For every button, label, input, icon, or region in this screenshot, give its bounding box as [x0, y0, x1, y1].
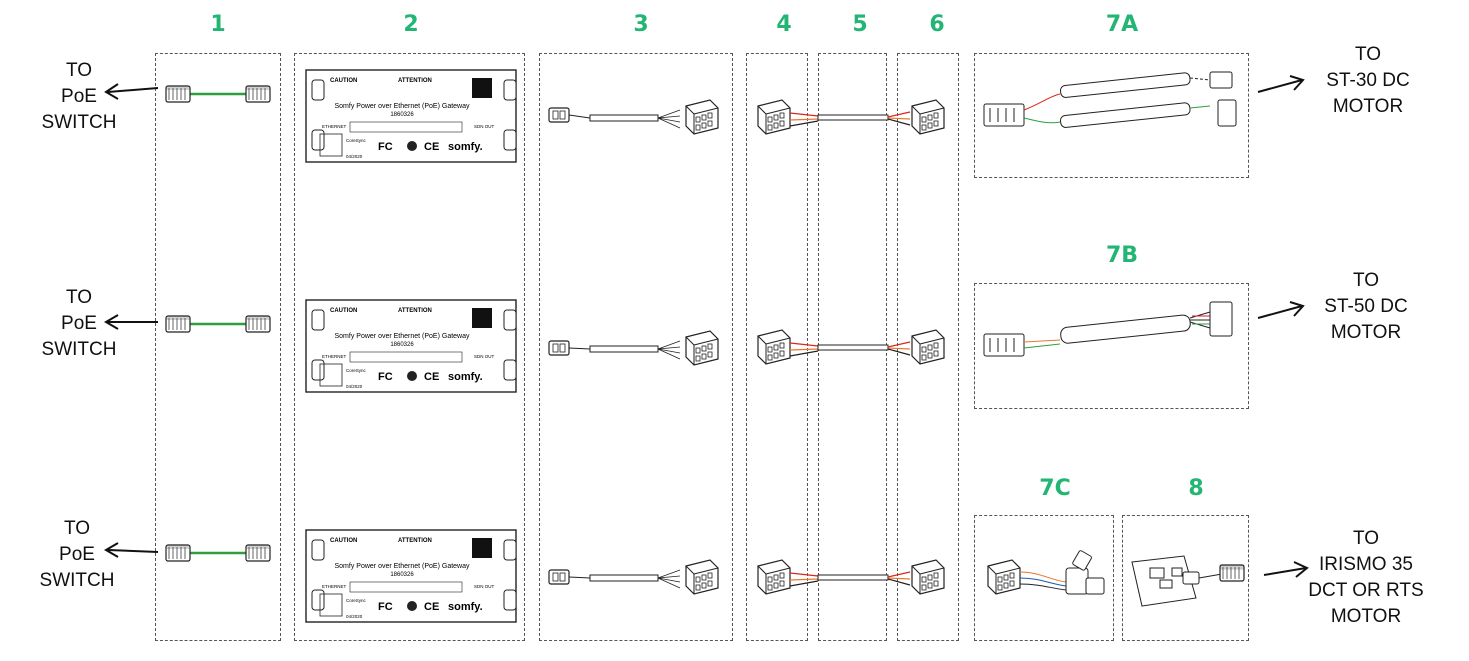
ethernet-cable-1	[165, 85, 271, 103]
gateway-title: Somfy Power over Ethernet (PoE) Gateway	[335, 333, 470, 340]
poe-gateway-2: CAUTION ATTENTION Somfy Power over Ether…	[305, 299, 517, 393]
gateway-ethernet-label: ETHERNET	[322, 354, 347, 359]
section-box-2	[294, 53, 525, 641]
gateway-title: Somfy Power over Ethernet (PoE) Gateway	[335, 103, 470, 110]
motor-connector-icon	[983, 301, 1233, 357]
section-box-3	[539, 53, 733, 641]
section-box-8	[1122, 515, 1249, 641]
gateway-output-label: SDN OUT	[474, 354, 495, 359]
gateway-output-label: SDN OUT	[474, 124, 495, 129]
gateway-coresync-label: CoreSync	[346, 138, 367, 143]
section-number-1: 1	[210, 12, 226, 37]
somfy-logo: somfy.	[448, 371, 483, 383]
gateway-attention-text: ATTENTION	[398, 78, 432, 84]
gateway-ethernet-label: ETHERNET	[322, 124, 347, 129]
gateway-date: 04/2020	[346, 384, 363, 389]
arrow-icon	[1257, 75, 1309, 578]
ce-logo: CE	[424, 601, 439, 613]
section-number-7a: 7A	[1105, 12, 1139, 37]
section-box-4	[746, 53, 808, 641]
section-box-7b	[974, 283, 1249, 409]
somfy-logo: somfy.	[448, 601, 483, 613]
gateway-part-number: 1860326	[390, 342, 414, 348]
adapter-cable-1	[548, 99, 719, 135]
section-number-8: 8	[1188, 476, 1204, 501]
section-number-7c: 7C	[1039, 476, 1071, 501]
somfy-logo: somfy.	[448, 141, 483, 153]
motor-connector-icon	[987, 550, 1105, 595]
section-number-4: 4	[776, 12, 792, 37]
poe-gateway-1: CAUTION ATTENTION Somfy Power over Ether…	[305, 69, 517, 163]
section-box-7a	[974, 53, 1249, 178]
gateway-attention-text: ATTENTION	[398, 538, 432, 544]
ce-logo: CE	[424, 371, 439, 383]
gateway-coresync-label: CoreSync	[346, 598, 367, 603]
arrow-icon	[104, 83, 159, 558]
section-number-5: 5	[852, 12, 868, 37]
section-box-6	[897, 53, 959, 641]
rts-board-icon	[1131, 555, 1245, 607]
gateway-caution-text: CAUTION	[330, 538, 357, 544]
gateway-coresync-label: CoreSync	[346, 368, 367, 373]
ethernet-cable-2	[165, 315, 271, 333]
gateway-ethernet-label: ETHERNET	[322, 584, 347, 589]
section-number-2: 2	[403, 12, 419, 37]
adapter-cable-2	[548, 330, 719, 366]
gateway-attention-text: ATTENTION	[398, 308, 432, 314]
motor-connector-icon	[983, 71, 1237, 128]
section-box-7c	[974, 515, 1114, 641]
extension-wires	[789, 111, 911, 587]
gateway-part-number: 1860326	[390, 112, 414, 118]
ce-logo: CE	[424, 141, 439, 153]
gateway-date: 04/2020	[346, 154, 363, 159]
adapter-cable-3	[548, 559, 719, 595]
gateway-caution-text: CAUTION	[330, 308, 357, 314]
section-number-3: 3	[633, 12, 649, 37]
section-box-1	[155, 53, 281, 641]
fcc-logo: FC	[378, 371, 393, 383]
gateway-date: 04/2020	[346, 614, 363, 619]
gateway-part-number: 1860326	[390, 572, 414, 578]
fcc-logo: FC	[378, 601, 393, 613]
gateway-title: Somfy Power over Ethernet (PoE) Gateway	[335, 563, 470, 570]
fcc-logo: FC	[378, 141, 393, 153]
section-number-6: 6	[929, 12, 945, 37]
gateway-output-label: SDN OUT	[474, 584, 495, 589]
section-number-7b: 7B	[1105, 243, 1139, 268]
gateway-caution-text: CAUTION	[330, 78, 357, 84]
ethernet-cable-3	[165, 544, 271, 562]
poe-gateway-3: CAUTION ATTENTION Somfy Power over Ether…	[305, 529, 517, 623]
